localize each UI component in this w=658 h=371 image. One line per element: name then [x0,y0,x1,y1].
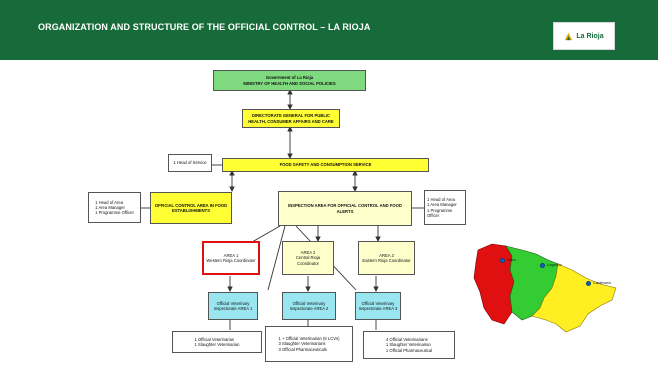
area2-coordinator-box: AREA 2 Central Rioja Coordinator [282,241,334,275]
arrow-head [229,186,235,193]
map-region-western [473,243,515,325]
map-marker-haro [500,258,505,263]
official-control-area-box: OFFICIAL CONTROL AREA IN FOOD ESTABLISHM… [150,192,232,224]
arrow-head [305,286,311,293]
arrow-head [287,153,293,160]
arrow-head [287,125,293,132]
connector-inspection-area1 [251,225,281,243]
right-staff-box: 1 Head of Area 1 Area Manager 1 Programm… [424,190,466,225]
head-of-service-box: 1 Head of Service [168,154,212,172]
food-safety-service-box: FOOD SAFETY AND CONSUMPTION SERVICE [222,158,429,172]
directorate-box: DIRECTORATE GENERAL FOR PUBLIC HEALTH, C… [242,109,340,128]
inspection-area-box: INSPECTION AREA FOR OFFICIAL CONTROL AND… [278,191,412,226]
map-label-haro: Haro [507,257,516,262]
la-rioja-map: Haro Logroño Calahorra [470,236,640,336]
logo-text: La Rioja [576,32,604,40]
inspectorate-area1-box: Official Veterinary Inspectorate AREA 1 [208,292,258,320]
staff-area3-box: 4 Official Veterinarians 1 Slaughter Vet… [363,331,455,359]
header-bar: ORGANIZATION AND STRUCTURE OF THE OFFICI… [0,0,658,60]
area3-coordinator-box: AREA 3 Eastern Rioja Coordinator [358,241,415,275]
arrow-head [287,104,293,111]
page-title: ORGANIZATION AND STRUCTURE OF THE OFFICI… [38,22,371,32]
government-box: Government of La Rioja MINISTRY OF HEALT… [213,70,366,91]
map-region-eastern [531,263,617,333]
map-label-calahorra: Calahorra [593,280,611,285]
logo-leaf-icon [565,32,573,40]
inspectorate-area2-box: Official Veterinary Inspectorate AREA 2 [282,292,336,320]
inspectorate-area3-box: Official Veterinary Inspectorate AREA 3 [355,292,401,320]
map-marker-calahorra [586,281,591,286]
arrow-head [352,186,358,193]
arrow-head [227,286,233,293]
map-regions [473,243,617,333]
staff-area1-box: 1 Official Veterinarian 1 Slaughter Vete… [172,331,262,353]
connector-cross [267,225,286,291]
arrow-head [287,88,293,95]
arrow-head [373,286,379,293]
area1-coordinator-box: AREA 1 Western Rioja Coordinator [202,241,260,275]
la-rioja-logo: La Rioja [553,22,615,50]
map-label-logrono: Logroño [547,262,562,267]
arrow-head [229,169,235,176]
left-staff-box: 1 Head of Area 1 Area Manager 1 Programm… [88,192,141,223]
arrow-head [352,169,358,176]
arrow-head [375,236,381,243]
staff-area2-box: 1 + Official Veterinarian (6 LCVs) 3 Sla… [265,326,353,362]
map-marker-logrono [540,263,545,268]
arrow-head [315,236,321,243]
